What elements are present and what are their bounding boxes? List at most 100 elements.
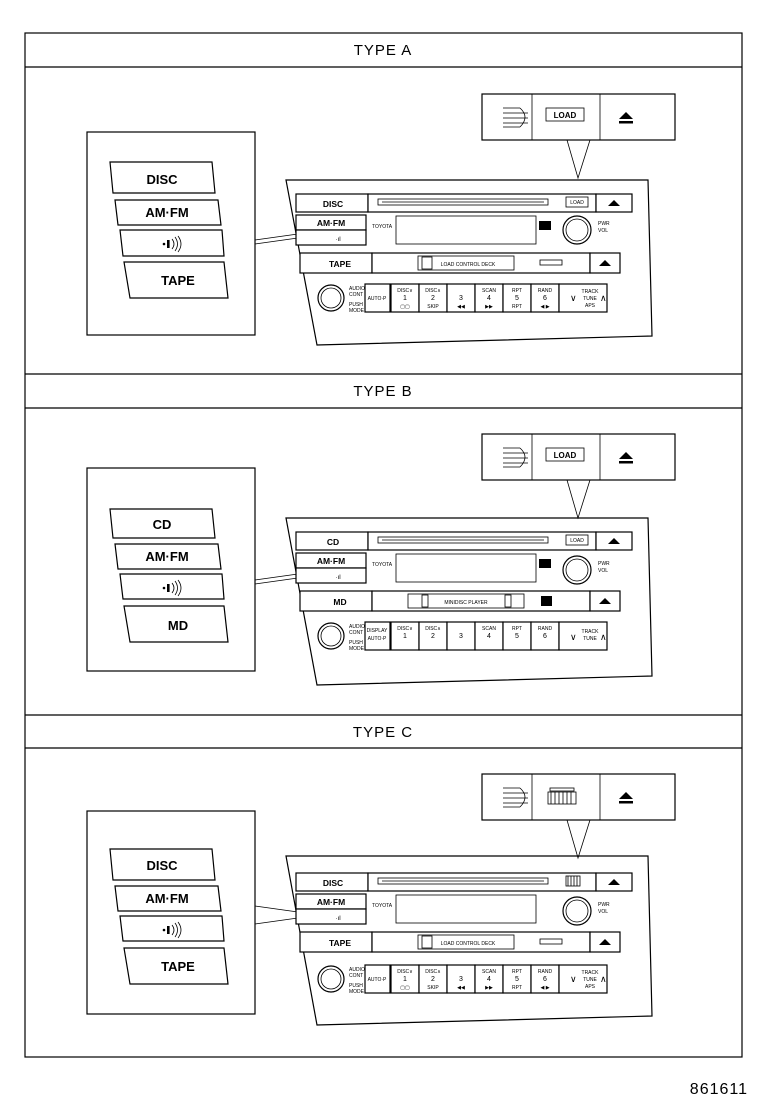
svg-text:∧: ∧ bbox=[600, 632, 607, 642]
preset-number: 5 bbox=[515, 633, 519, 640]
preset-number: 1 bbox=[403, 295, 407, 302]
preset-number: 2 bbox=[431, 976, 435, 983]
preset-sub-label: SKIP bbox=[427, 985, 439, 991]
preset-number: 4 bbox=[487, 295, 491, 302]
unit-load-label: LOAD bbox=[570, 538, 584, 544]
preset-top-label: DISC∧ bbox=[425, 288, 441, 294]
autop-label: AUTO·P bbox=[368, 296, 387, 302]
legend-am-fm: AM·FM bbox=[145, 891, 188, 906]
legend-am-fm: AM·FM bbox=[145, 205, 188, 220]
preset-button-3: 3 bbox=[446, 621, 476, 651]
legend-disc: DISC bbox=[146, 858, 178, 873]
audio-knob bbox=[317, 622, 345, 650]
unit-am-fm: AM·FM bbox=[317, 897, 345, 907]
unit-am-fm: AM·FM bbox=[317, 218, 345, 228]
audio-label: AUDIO bbox=[349, 286, 365, 292]
radio-unit: CD LOAD AM·FM ·ıl TOYOTA PWR VOL MD bbox=[285, 517, 653, 686]
preset-top-label: RPT bbox=[512, 288, 522, 294]
radio-unit: DISC AM·FM ·ıl TOYOTA PWR VOL TAPE LOAD … bbox=[285, 855, 653, 1026]
callout-box: LOAD bbox=[481, 93, 676, 180]
track-label: TRACK bbox=[582, 970, 600, 976]
preset-sub-label: ◀◀ bbox=[457, 304, 465, 310]
legend-box: CD AM·FM MD bbox=[86, 467, 306, 672]
preset-sub-label: ▶▶ bbox=[485, 304, 493, 310]
preset-button-1: DISC∨1▢▢ bbox=[390, 964, 420, 994]
unit-pwr: PWR bbox=[598, 902, 610, 908]
svg-text:∨: ∨ bbox=[570, 293, 577, 303]
type-a-header: TYPE A bbox=[354, 42, 413, 59]
preset-top-label: RAND bbox=[538, 626, 553, 632]
preset-sub-label: ◀ ▶ bbox=[540, 985, 549, 991]
outer-frame bbox=[24, 32, 743, 1058]
track-label: TRACK bbox=[582, 629, 600, 635]
preset-sub-label: ▢▢ bbox=[400, 985, 410, 991]
svg-text:·ıl: ·ıl bbox=[335, 574, 341, 581]
legend-cd: CD bbox=[153, 517, 172, 532]
callout-box bbox=[481, 773, 676, 860]
aps-label: APS bbox=[585, 303, 596, 309]
preset-top-label: SCAN bbox=[482, 626, 496, 632]
type-b-header: TYPE B bbox=[353, 383, 412, 400]
section-type-c: DISC AM·FM TAPE DISC bbox=[86, 773, 676, 1026]
preset-top-label: RAND bbox=[538, 969, 553, 975]
preset-buttons: DISC∨1▢▢DISC∧2SKIP3◀◀SCAN4▶▶RPT5RPTRAND6… bbox=[390, 283, 560, 313]
audio-label: AUDIO bbox=[349, 967, 365, 973]
preset-top-label: DISC∧ bbox=[425, 969, 441, 975]
unit-tape-button: TAPE bbox=[329, 938, 351, 948]
preset-buttons: DISC∨1▢▢DISC∧2SKIP3◀◀SCAN4▶▶RPT5RPTRAND6… bbox=[390, 964, 560, 994]
eject-icon bbox=[619, 452, 633, 464]
preset-top-label: SCAN bbox=[482, 969, 496, 975]
callout-load-label: LOAD bbox=[554, 451, 577, 460]
radio-unit: DISC LOAD AM·FM ·ıl TOYOTA PWR VOL TAPE bbox=[285, 179, 653, 346]
callout-load-label: LOAD bbox=[554, 111, 577, 120]
sound-icon bbox=[162, 235, 182, 253]
svg-text:·ıl: ·ıl bbox=[335, 236, 341, 243]
unit-deck-label: LOAD CONTROL DECK bbox=[441, 262, 496, 268]
unit-brand: TOYOTA bbox=[372, 903, 393, 909]
legend-tape: TAPE bbox=[161, 959, 195, 974]
figure-number: 861611 bbox=[690, 1081, 748, 1098]
aps-label: APS bbox=[585, 984, 596, 990]
svg-text:∨: ∨ bbox=[570, 974, 577, 984]
volume-knob bbox=[562, 896, 592, 926]
type-c-header: TYPE C bbox=[353, 724, 413, 741]
legend-box: DISC AM·FM TAPE bbox=[86, 131, 306, 336]
unit-cd-button: CD bbox=[327, 537, 339, 547]
svg-text:∧: ∧ bbox=[600, 293, 607, 303]
section-type-b: LOAD CD AM·FM MD bbox=[86, 433, 676, 686]
unit-vol: VOL bbox=[598, 228, 608, 234]
preset-sub-label: ◀ ▶ bbox=[540, 304, 549, 310]
preset-sub-label: ◀◀ bbox=[457, 985, 465, 991]
preset-number: 1 bbox=[403, 633, 407, 640]
preset-number: 2 bbox=[431, 295, 435, 302]
legend-am-fm: AM·FM bbox=[145, 549, 188, 564]
audio-knob bbox=[317, 965, 345, 993]
svg-text:·ıl: ·ıl bbox=[335, 915, 341, 922]
disc-slot-icon bbox=[503, 787, 528, 808]
unit-load-label: LOAD bbox=[570, 200, 584, 206]
sound-icon bbox=[162, 921, 182, 939]
eject-icon bbox=[619, 112, 633, 124]
preset-top-label: DISC∧ bbox=[425, 626, 441, 632]
audio-label: AUDIO bbox=[349, 624, 365, 630]
preset-sub-label: RPT bbox=[512, 304, 522, 310]
push-label: PUSH bbox=[349, 302, 363, 308]
push-label: PUSH bbox=[349, 983, 363, 989]
preset-number: 3 bbox=[459, 295, 463, 302]
sound-icon bbox=[162, 579, 182, 597]
push-label: PUSH bbox=[349, 640, 363, 646]
preset-top-label: SCAN bbox=[482, 288, 496, 294]
preset-button-1: DISC∨1 bbox=[390, 621, 420, 651]
preset-number: 3 bbox=[459, 976, 463, 983]
